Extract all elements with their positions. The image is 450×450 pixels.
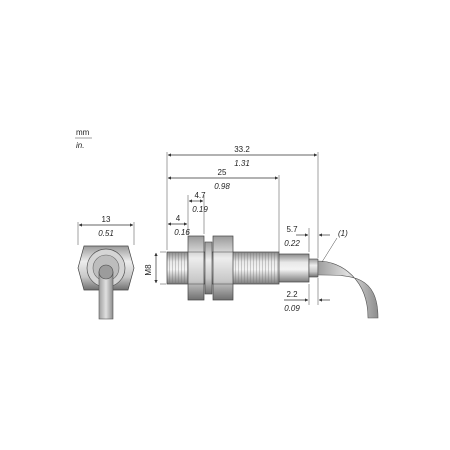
dim-body-length-in: 0.98 [214,182,230,191]
cable-gland-face [98,264,114,280]
cable [317,260,379,319]
dim-cable-exit-in: 0.22 [284,239,300,248]
dim-end-offset: 2.2 0.09 [284,290,330,313]
front-view: 13 0.51 [77,215,135,320]
dim-front-offset-mm: 4 [176,214,181,223]
dim-overall-length: 33.2 1.31 [167,145,318,168]
lock-washer [204,241,213,295]
units-legend: mm in. [75,128,92,150]
dim-face-width-mm: 13 [102,215,111,224]
dim-cable-exit: 5.7 0.22 [284,225,330,248]
dim-front-offset: 4 0.16 [167,214,190,237]
dim-nut-width-mm: 4.7 [194,191,206,200]
rear-housing [278,253,310,283]
front-nut [187,235,205,301]
units-mm-label: mm [76,128,90,137]
note-callout: (1) [321,229,348,263]
rear-nut [212,235,234,301]
note-ref-label: (1) [338,229,348,238]
dim-end-offset-in: 0.09 [284,304,300,313]
dim-nut-width: 4.7 0.19 [188,191,208,214]
dim-end-offset-mm: 2.2 [286,290,298,299]
dim-face-width-in: 0.51 [98,229,114,238]
note-leader-line [321,237,338,263]
units-in-label: in. [76,141,84,150]
dim-nut-width-in: 0.19 [192,205,208,214]
dim-front-offset-in: 0.16 [174,228,190,237]
dim-overall-length-mm: 33.2 [234,145,250,154]
side-view: M8 [144,235,379,319]
cable-gland [308,258,319,278]
extension-lines [166,152,319,305]
thread-size-label: M8 [144,264,153,276]
dim-cable-exit-mm: 5.7 [286,225,298,234]
dim-body-length-mm: 25 [218,168,227,177]
dim-body-length: 25 0.98 [167,168,279,191]
dim-overall-length-in: 1.31 [234,159,250,168]
